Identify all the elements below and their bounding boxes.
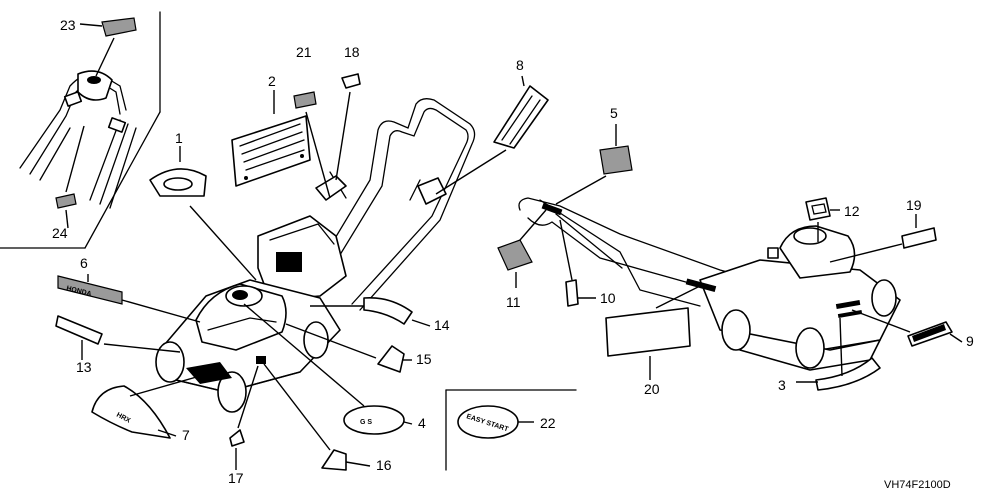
label-21 (293, 91, 317, 109)
label-16 (321, 449, 347, 471)
callout-17: 17 (228, 470, 244, 486)
callout-14: 14 (434, 317, 450, 333)
callout-15: 15 (416, 351, 432, 367)
callout-19: 19 (906, 197, 922, 213)
label-7: HRX (91, 385, 171, 439)
handle-inset (0, 11, 161, 249)
callout-8: 8 (516, 57, 524, 73)
label-17 (229, 429, 245, 447)
label-4-text: G S (360, 419, 372, 426)
label-3 (815, 357, 881, 391)
label-24 (55, 193, 77, 209)
label-20 (605, 307, 691, 357)
callout-numbers: 1 2 3 4 5 6 7 8 9 10 11 12 13 14 15 16 1… (52, 17, 974, 486)
label-5 (599, 145, 633, 175)
diagram-code: VH74F2100D (884, 479, 951, 491)
mower-front-view (155, 98, 476, 413)
label-2 (231, 115, 311, 187)
label-15 (377, 345, 405, 373)
label-23 (101, 17, 137, 37)
callout-4: 4 (418, 415, 426, 431)
label-9 (907, 321, 953, 347)
callout-3: 3 (778, 377, 786, 393)
label-18 (341, 73, 361, 89)
label-10 (565, 279, 579, 307)
callout-6: 6 (80, 255, 88, 271)
callout-20: 20 (644, 381, 660, 397)
label-13 (55, 315, 103, 345)
easy-start-inset: EASY START (445, 389, 577, 471)
callout-1: 1 (175, 130, 183, 146)
label-11 (497, 239, 533, 271)
callout-12: 12 (844, 203, 860, 219)
label-14 (363, 296, 413, 325)
callout-24: 24 (52, 225, 68, 241)
label-6: HONDA (57, 275, 123, 305)
callout-13: 13 (76, 359, 92, 375)
label-19 (901, 227, 937, 249)
label-1 (149, 168, 207, 197)
callout-2: 2 (268, 73, 276, 89)
callout-11: 11 (506, 294, 521, 310)
callout-9: 9 (966, 333, 974, 349)
callout-16: 16 (376, 457, 392, 473)
callout-18: 18 (344, 44, 360, 60)
callout-5: 5 (610, 105, 618, 121)
label-4: G S (343, 405, 405, 435)
callout-23: 23 (60, 17, 76, 33)
callout-7: 7 (182, 427, 190, 443)
callout-21: 21 (296, 44, 312, 60)
label-12 (805, 197, 831, 221)
label-8 (493, 85, 549, 149)
callout-22: 22 (540, 415, 556, 431)
callout-10: 10 (600, 290, 616, 306)
